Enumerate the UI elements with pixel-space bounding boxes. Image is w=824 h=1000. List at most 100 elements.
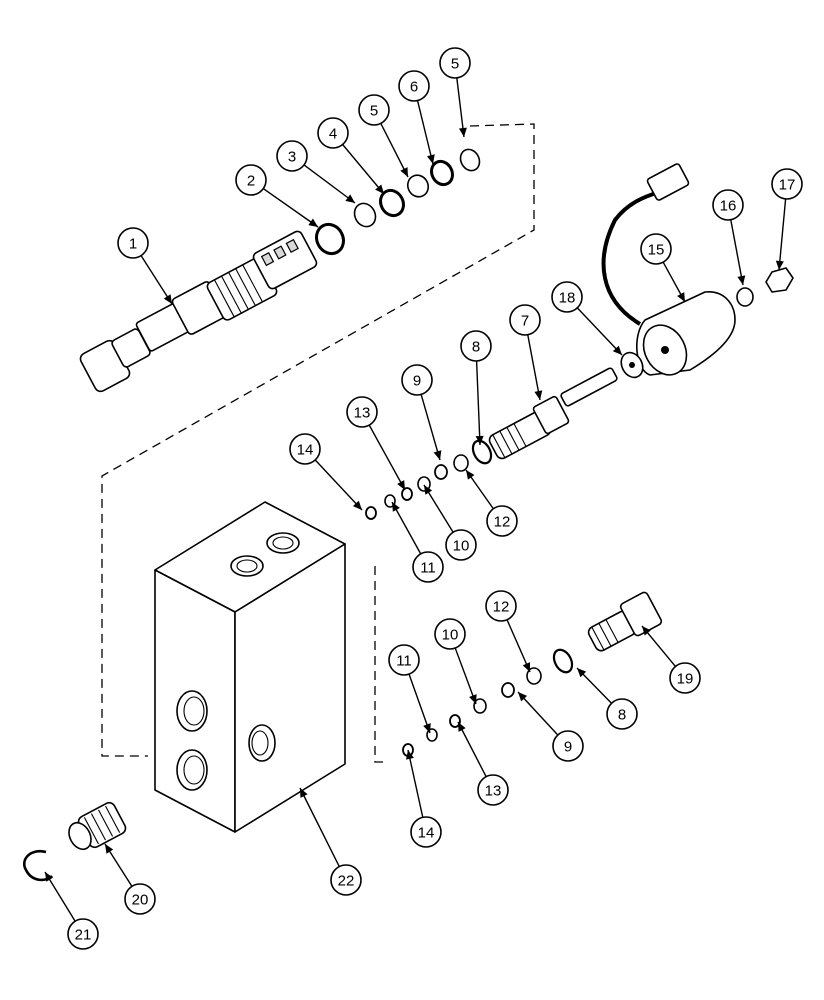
callout-circle (509, 304, 541, 336)
callout-arrowhead (469, 694, 477, 704)
callout-arrowhead (392, 502, 400, 512)
callout-leader (368, 424, 406, 491)
callout-circle (289, 433, 321, 465)
solenoid-coil-part (601, 163, 736, 376)
callout-number: 13 (485, 783, 502, 800)
callout-13: 13 (457, 721, 509, 806)
callout-14: 14 (406, 749, 442, 848)
callout-8: 8 (460, 330, 492, 446)
callout-leader (778, 198, 787, 271)
callout-circle (552, 730, 584, 762)
callout-circle (640, 233, 672, 265)
callout-circle (669, 662, 701, 694)
callout-number: 20 (132, 892, 149, 909)
callout-leader (299, 787, 340, 867)
callout-number: 10 (453, 538, 470, 555)
callout-arrowhead (534, 390, 543, 400)
callout-leader (420, 394, 441, 461)
callout-circle (401, 364, 433, 396)
callout-leader (303, 164, 356, 204)
callout-arrowhead (577, 668, 587, 678)
callout-leader (454, 647, 477, 705)
callout-arrowhead (352, 500, 362, 510)
callout-arrowhead (775, 260, 784, 270)
callout-circle (606, 698, 638, 730)
callout-number: 6 (410, 79, 418, 96)
callout-number: 13 (354, 405, 371, 422)
callout-arrowhead (612, 345, 622, 355)
callout-leader (391, 501, 422, 555)
callout-number: 21 (75, 927, 92, 944)
relief-valve-part (587, 591, 663, 652)
callout-number: 3 (288, 149, 296, 166)
callout-circle (317, 117, 349, 149)
callout-leader (408, 673, 431, 734)
callout-circle (358, 94, 390, 126)
callout-circle (486, 505, 518, 537)
solenoid-stem-part (488, 367, 618, 460)
callout-arrowhead (426, 154, 435, 164)
callout-arrowhead (300, 788, 308, 798)
callout-arrowhead (397, 480, 405, 490)
callout-6: 6 (398, 70, 435, 165)
callout-arrowhead (458, 722, 466, 732)
seal-set-lower (402, 648, 574, 757)
manifold-block-part (154, 501, 346, 833)
callout-18: 18 (551, 281, 623, 356)
callout-number: 16 (720, 198, 737, 215)
callout-circle (67, 918, 99, 950)
callout-arrowhead (677, 292, 685, 302)
callout-13: 13 (346, 396, 406, 491)
filter-screen-part (68, 801, 127, 851)
callout-circle (235, 164, 267, 196)
callout-number: 2 (247, 173, 255, 190)
callout-circle (388, 644, 420, 676)
callout-circle (276, 140, 308, 172)
callout-5: 5 (439, 47, 471, 138)
callout-arrowhead (522, 662, 531, 672)
callout-number: 15 (648, 242, 665, 259)
callout-leader (342, 144, 385, 195)
callout-5: 5 (358, 94, 409, 178)
callout-layer: 1234565789101112131415161718198121091113… (44, 47, 803, 950)
callout-leader (576, 307, 623, 356)
callout-arrowhead (308, 218, 318, 227)
callout-arrowhead (400, 167, 408, 177)
o-ring-set-upper (315, 148, 481, 256)
callout-7: 7 (509, 304, 543, 401)
callout-number: 5 (451, 56, 459, 73)
callout-2: 2 (235, 164, 319, 228)
callout-leader (457, 721, 487, 777)
callout-20: 20 (104, 843, 156, 915)
callout-circle (124, 883, 156, 915)
callout-circle (771, 168, 803, 200)
callout-11: 11 (391, 501, 444, 583)
callout-number: 14 (418, 825, 435, 842)
callout-number: 18 (559, 290, 576, 307)
callout-arrowhead (642, 626, 651, 636)
callout-number: 4 (329, 126, 337, 143)
callout-21: 21 (44, 871, 99, 950)
callout-leader (416, 100, 434, 165)
callout-number: 8 (618, 707, 626, 724)
callout-leader (407, 749, 424, 818)
callout-number: 5 (370, 103, 378, 120)
callout-number: 1 (129, 236, 137, 253)
washer-nut-part (736, 267, 794, 307)
callout-number: 22 (338, 873, 355, 890)
callout-leader (380, 123, 409, 178)
callout-arrowhead (375, 184, 384, 194)
seal-set-upper (365, 439, 493, 520)
callout-arrowhead (737, 275, 746, 285)
callout-leader (475, 360, 481, 446)
callout-leader (44, 871, 76, 922)
callout-3: 3 (276, 140, 356, 204)
callout-circle (412, 551, 444, 583)
callout-leader (730, 219, 744, 286)
callout-arrowhead (105, 844, 114, 854)
callout-1: 1 (117, 227, 173, 305)
callout-9: 9 (517, 691, 584, 762)
callout-arrowhead (45, 872, 54, 882)
callout-arrowhead (424, 485, 433, 495)
callout-arrowhead (458, 127, 467, 137)
